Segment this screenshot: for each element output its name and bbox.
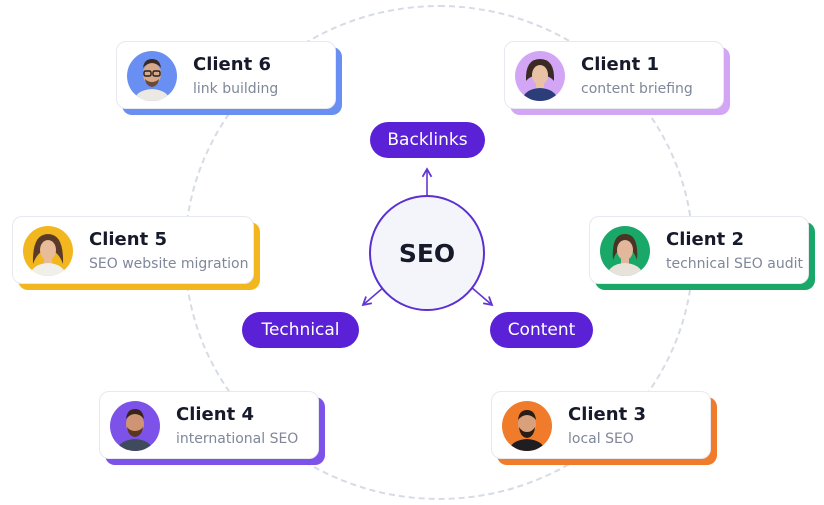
client-card-6[interactable]: Client 6 link building	[116, 41, 336, 109]
man-avatar-icon	[127, 51, 177, 101]
client-card-5[interactable]: Client 5 SEO website migration	[12, 216, 254, 284]
hub-label: SEO	[398, 238, 456, 268]
arrow-to-content	[470, 286, 494, 307]
woman-avatar-icon	[515, 51, 565, 101]
client-card-1[interactable]: Client 1 content briefing	[504, 41, 724, 109]
client-subtitle: local SEO	[568, 431, 634, 447]
arrow-to-technical	[361, 286, 385, 307]
pill-content[interactable]: Content	[490, 312, 593, 348]
seo-hub-circle: SEO	[369, 195, 485, 311]
client-subtitle: SEO website migration	[89, 256, 249, 272]
client-subtitle: technical SEO audit	[666, 256, 803, 272]
client-title: Client 6	[193, 54, 271, 75]
client-card-4[interactable]: Client 4 international SEO	[99, 391, 319, 459]
client-title: Client 2	[666, 229, 744, 250]
client-title: Client 4	[176, 404, 254, 425]
woman-avatar-icon	[23, 226, 73, 276]
client-card-2[interactable]: Client 2 technical SEO audit	[589, 216, 809, 284]
client-subtitle: link building	[193, 81, 279, 97]
pill-technical[interactable]: Technical	[242, 312, 359, 348]
client-subtitle: international SEO	[176, 431, 299, 447]
pill-backlinks[interactable]: Backlinks	[370, 122, 485, 158]
man-avatar-icon	[110, 401, 160, 451]
client-card-3[interactable]: Client 3 local SEO	[491, 391, 711, 459]
client-subtitle: content briefing	[581, 81, 693, 97]
client-title: Client 3	[568, 404, 646, 425]
woman-avatar-icon	[600, 226, 650, 276]
client-title: Client 5	[89, 229, 167, 250]
man-avatar-icon	[502, 401, 552, 451]
client-title: Client 1	[581, 54, 659, 75]
